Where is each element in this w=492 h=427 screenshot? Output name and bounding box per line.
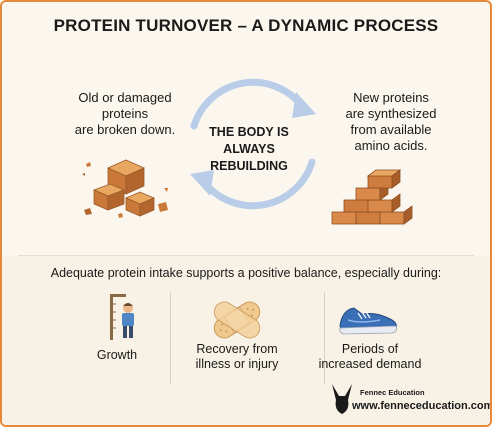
item-label-demand: Periods of increased demand xyxy=(318,342,422,371)
broken-blocks-icon xyxy=(82,159,168,218)
page-title: PROTEIN TURNOVER – A DYNAMIC PROCESS xyxy=(53,16,439,35)
item-label-recovery: Recovery from illness or injury xyxy=(195,342,279,371)
synthesis-text: New proteins are synthesized from availa… xyxy=(345,90,437,153)
cycle-arrows-icon xyxy=(190,78,316,210)
column-divider xyxy=(324,292,325,384)
center-message: THE BODY IS ALWAYS REBUILDING xyxy=(209,125,289,173)
child-height-icon xyxy=(110,294,134,340)
breakdown-text: Old or damaged proteins are broken down. xyxy=(74,90,176,137)
column-divider xyxy=(170,292,171,384)
fennec-logo-icon xyxy=(332,384,352,414)
brand-url[interactable]: www.fenneceducation.com xyxy=(352,400,492,412)
item-label-growth: Growth xyxy=(96,348,138,362)
section-divider xyxy=(18,255,474,256)
bottom-section xyxy=(2,256,490,425)
running-shoe-icon xyxy=(339,307,397,335)
brick-stack-icon xyxy=(331,169,413,225)
intro-text: Adequate protein intake supports a posit… xyxy=(50,266,442,280)
bandage-icon xyxy=(213,301,261,339)
brand-name: Fennec Education xyxy=(360,388,425,397)
